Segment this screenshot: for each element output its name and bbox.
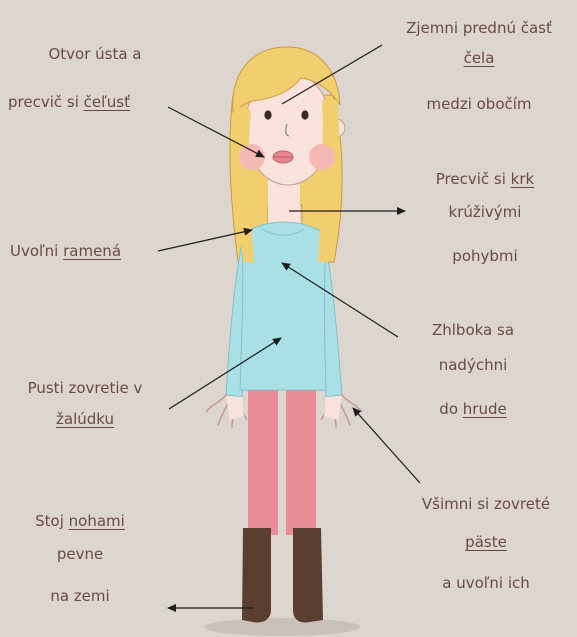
right-leg [286,385,316,535]
chest-label-line1: Zhlboka sa [398,323,548,338]
arrow-jaw [167,106,265,158]
chest-keyword: hrude [462,400,507,418]
left-cheek-blush [239,144,265,170]
fists-label-line2: päste [400,535,572,550]
shoulders-keyword: ramená [63,242,122,260]
chest-line3-prefix: do [439,400,463,418]
stomach-label-line2: žalúdku [5,412,165,427]
chest-label-line3: do hrude [398,402,548,417]
hair-side-right [318,100,340,262]
chest-line1: Zhlboka sa [431,321,515,339]
forehead-keyword: čela [463,49,495,67]
left-leg [248,385,278,535]
shirt-neckline [262,228,305,236]
arrow-stomach [168,337,282,410]
stomach-label-line1: Pusti zovretie v [5,381,165,396]
left-hand [205,393,248,429]
shoulders-prefix: Uvoľni [10,242,64,260]
arrow-chest [281,262,399,338]
neck-keyword: krk [510,170,535,188]
jaw-line1: Otvor ústa a [48,45,142,63]
shoulders-label: Uvoľni ramená [10,244,121,259]
neck-line2: krúživými [448,203,522,221]
neck-line1-prefix: Precvič si [435,170,511,188]
feet-label-line3: na zemi [5,589,155,604]
feet-label-line2: pevne [5,547,155,562]
forehead-label-line2: čela [388,51,570,66]
fists-label-line3: a uvoľni ich [400,576,572,591]
forehead-label-line3: medzi obočím [388,97,570,112]
feet-line1-prefix: Stoj [35,512,69,530]
forehead-line1: Zjemni prednú časť [406,19,552,37]
right-hand [320,393,363,429]
right-palm [324,396,342,420]
forehead-line3: medzi obočím [426,95,532,113]
stomach-keyword: žalúdku [56,410,114,428]
arrow-forehead [281,44,383,105]
jaw-label-line2: precvič si čeľusť [8,95,130,110]
neck-label-line1: Precvič si krk [410,172,560,187]
stomach-line1: Pusti zovretie v [27,379,143,397]
arrow-fists [352,407,421,484]
left-palm [226,396,244,420]
fists-label-line1: Všimni si zovreté [400,497,572,512]
right-eye [301,110,309,120]
fists-line1: Všimni si zovreté [421,495,551,513]
hair-side-left [232,105,254,262]
forehead-label-line1: Zjemni prednú časť [388,21,570,36]
nose [285,123,290,137]
left-eye [264,110,272,120]
fists-keyword: päste [465,533,507,551]
chest-line2: nadýchni [438,356,508,374]
chest-label-line2: nadýchni [398,358,548,373]
fists-line3: a uvoľni ich [442,574,530,592]
feet-keyword: nohami [68,512,125,530]
neck-line3: pohybmi [452,247,518,265]
feet-line2: pevne [56,545,104,563]
neck-label-line3: pohybmi [410,249,560,264]
jaw-line2-prefix: precvič si [8,93,84,111]
arrow-shoulders [157,227,253,252]
feet-label-line1: Stoj nohami [5,514,155,529]
left-boot [242,528,271,623]
neck [268,180,300,232]
feet-line3: na zemi [50,587,110,605]
ground-shadow [204,618,360,636]
right-cheek-blush [309,144,335,170]
jaw-keyword: čeľusť [83,93,130,111]
neck-label-line2: krúživými [410,205,560,220]
hair-bangs [232,46,341,114]
right-boot [293,528,323,623]
jaw-label: Otvor ústa a [20,47,170,62]
shirt [239,221,327,391]
